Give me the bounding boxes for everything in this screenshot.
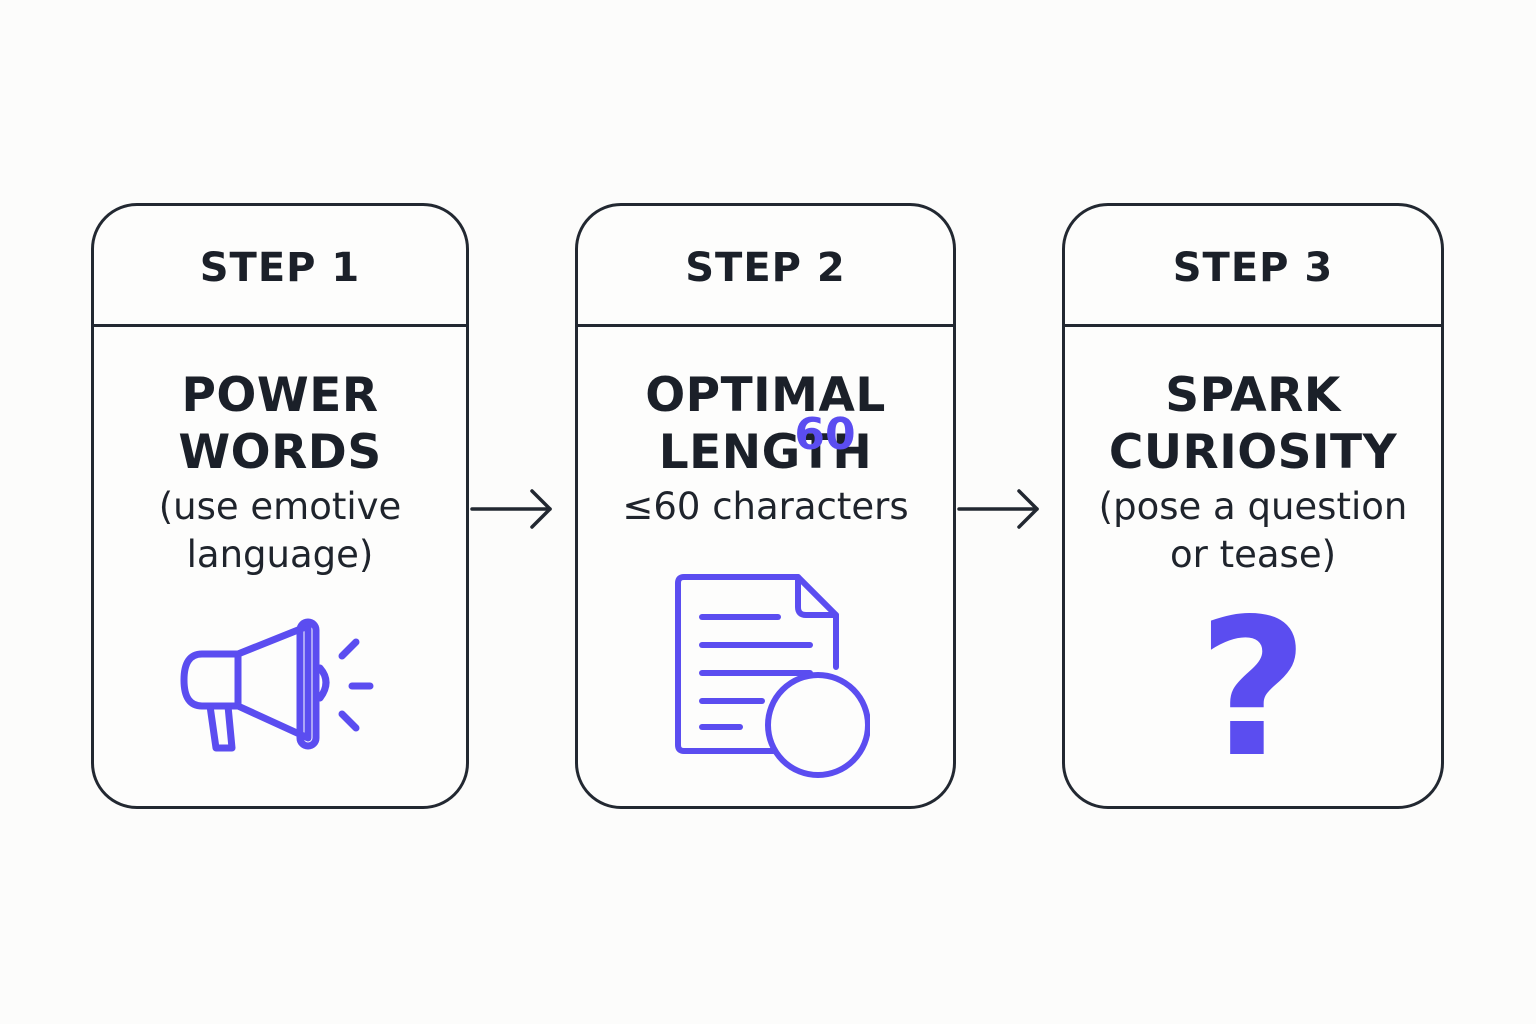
document-icon xyxy=(674,574,870,778)
step-card-header: STEP 2 xyxy=(578,206,953,327)
step-description-line: ≤60 characters xyxy=(622,485,909,528)
step-title-line: POWER xyxy=(181,368,379,423)
step-title: POWER WORDS xyxy=(94,367,466,481)
step-card-body: OPTIMAL LENGTH ≤60 characters xyxy=(578,327,953,531)
step-title-line: WORDS xyxy=(178,425,382,480)
step-description-line: language) xyxy=(186,533,374,576)
step-card-1: STEP 1 POWER WORDS (use emotive language… xyxy=(91,203,469,809)
step-card-2: STEP 2 OPTIMAL LENGTH ≤60 characters 60 xyxy=(575,203,956,809)
step-label: STEP 1 xyxy=(199,245,361,291)
arrow-right-icon xyxy=(470,489,552,529)
length-badge-text: 60 xyxy=(794,409,856,460)
step-card-body: POWER WORDS (use emotive language) xyxy=(94,327,466,579)
step-description-line: or tease) xyxy=(1169,533,1337,576)
step-title: SPARK CURIOSITY xyxy=(1065,367,1441,481)
step-title-line: LENGTH xyxy=(658,425,873,480)
step-description: (use emotive language) xyxy=(94,483,466,579)
step-title-line: CURIOSITY xyxy=(1108,425,1398,480)
step-label: STEP 3 xyxy=(1172,245,1334,291)
step-description: ≤60 characters xyxy=(578,483,953,531)
step-title-line: OPTIMAL xyxy=(645,368,886,423)
step-card-3: STEP 3 SPARK CURIOSITY (pose a question … xyxy=(1062,203,1444,809)
step-card-header: STEP 1 xyxy=(94,206,466,327)
step-title: OPTIMAL LENGTH xyxy=(578,367,953,481)
step-description-line: (pose a question xyxy=(1098,485,1408,528)
step-label: STEP 2 xyxy=(685,245,846,291)
step-description: (pose a question or tease) xyxy=(1065,483,1441,579)
step-card-body: SPARK CURIOSITY (pose a question or teas… xyxy=(1065,327,1441,579)
step-card-header: STEP 3 xyxy=(1065,206,1441,327)
step-description-line: (use emotive xyxy=(158,485,402,528)
step-title-line: SPARK xyxy=(1165,368,1341,423)
question-mark-icon: ? xyxy=(1197,578,1309,799)
arrow-right-icon xyxy=(957,489,1039,529)
megaphone-icon xyxy=(180,618,374,752)
